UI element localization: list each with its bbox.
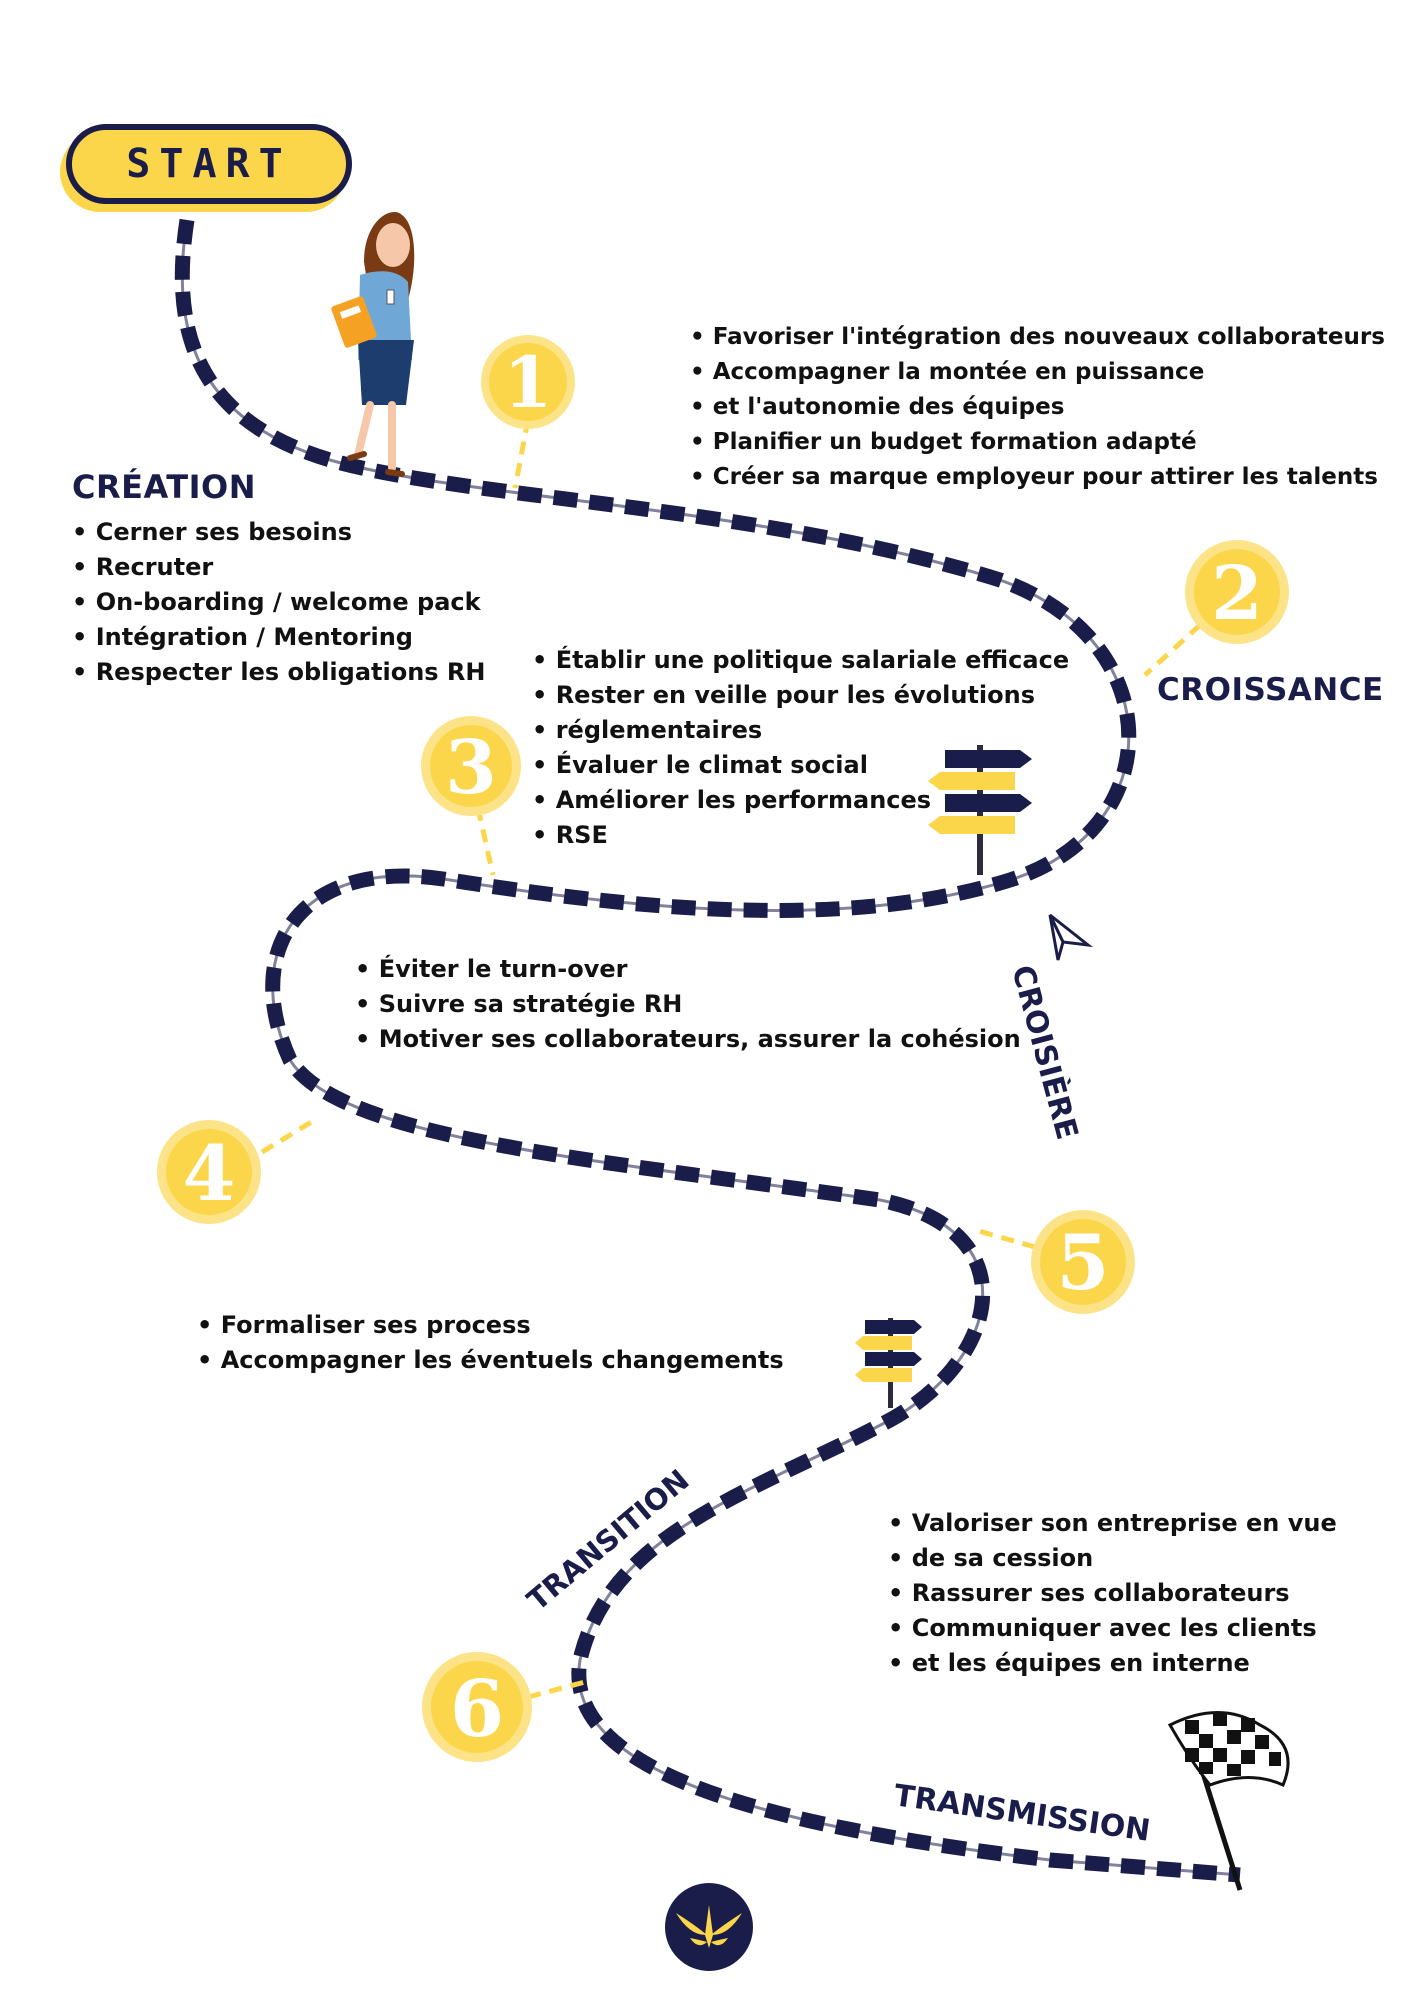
list-item: Recruter [72,550,486,585]
list-item: On-boarding / welcome pack [72,585,486,620]
creation-list: Cerner ses besoins Recruter On-boarding … [72,515,486,690]
list-item: Éviter le turn-over [355,952,1021,987]
list-item: Communiquer avec les clients [888,1611,1337,1646]
company-logo [665,1883,753,1971]
list-item: Motiver ses collaborateurs, assurer la c… [355,1022,1021,1057]
list-item: Améliorer les performances [532,783,1069,818]
businesswoman-icon [331,212,415,477]
stage-title-croissance: CROISSANCE [1157,672,1384,708]
list-item: RSE [532,818,1069,853]
signpost-icon [855,1318,922,1408]
list-item: Favoriser l'intégration des nouveaux col… [690,320,1385,355]
step-number: 2 [1211,551,1263,637]
list-item: Intégration / Mentoring [72,620,486,655]
step1-list: Favoriser l'intégration des nouveaux col… [690,320,1385,495]
marker-connectors [260,419,1202,1700]
checkered-flag-icon [1167,1711,1290,1891]
list-item: Suivre sa stratégie RH [355,987,1021,1022]
list-item: Évaluer le climat social [532,748,1069,783]
step5-list: Formaliser ses process Accompagner les é… [197,1308,784,1378]
list-item: Cerner ses besoins [72,515,486,550]
list-item: et les équipes en interne [888,1646,1337,1681]
list-item: Créer sa marque employeur pour attirer l… [690,460,1385,495]
list-item: Accompagner les éventuels changements [197,1343,784,1378]
step-marker-3: 3 [421,716,521,816]
stage-title-creation: CRÉATION [72,468,256,506]
list-item: de sa cession [888,1541,1337,1576]
step-number: 5 [1057,1218,1110,1307]
step-marker-1: 1 [481,335,575,429]
list-item: réglementaires [532,713,1069,748]
list-item: Valoriser son entreprise en vue [888,1506,1337,1541]
step-number: 3 [445,725,497,811]
step-marker-2: 2 [1185,540,1289,644]
paper-plane-icon [1048,913,1094,961]
list-item: Accompagner la montée en puissance [690,355,1385,390]
step-marker-4: 4 [157,1120,261,1224]
list-item: et l'autonomie des équipes [690,390,1385,425]
step-number: 1 [504,341,553,424]
list-item: Formaliser ses process [197,1308,784,1343]
step4-list: Éviter le turn-over Suivre sa stratégie … [355,952,1021,1057]
list-item: Rester en veille pour les évolutions [532,678,1069,713]
road-dashes [174,218,1241,1883]
start-button[interactable]: START [66,124,352,204]
list-item: Respecter les obligations RH [72,655,486,690]
list-item: Rassurer ses collaborateurs [888,1576,1337,1611]
step3-list: Établir une politique salariale efficace… [532,643,1069,853]
step-marker-5: 5 [1031,1210,1135,1314]
list-item: Planifier un budget formation adapté [690,425,1385,460]
step-number: 6 [450,1664,504,1755]
step-number: 4 [183,1129,236,1218]
step-marker-6: 6 [422,1652,532,1762]
list-item: Établir une politique salariale efficace [532,643,1069,678]
step6-list: Valoriser son entreprise en vue de sa ce… [888,1506,1337,1681]
